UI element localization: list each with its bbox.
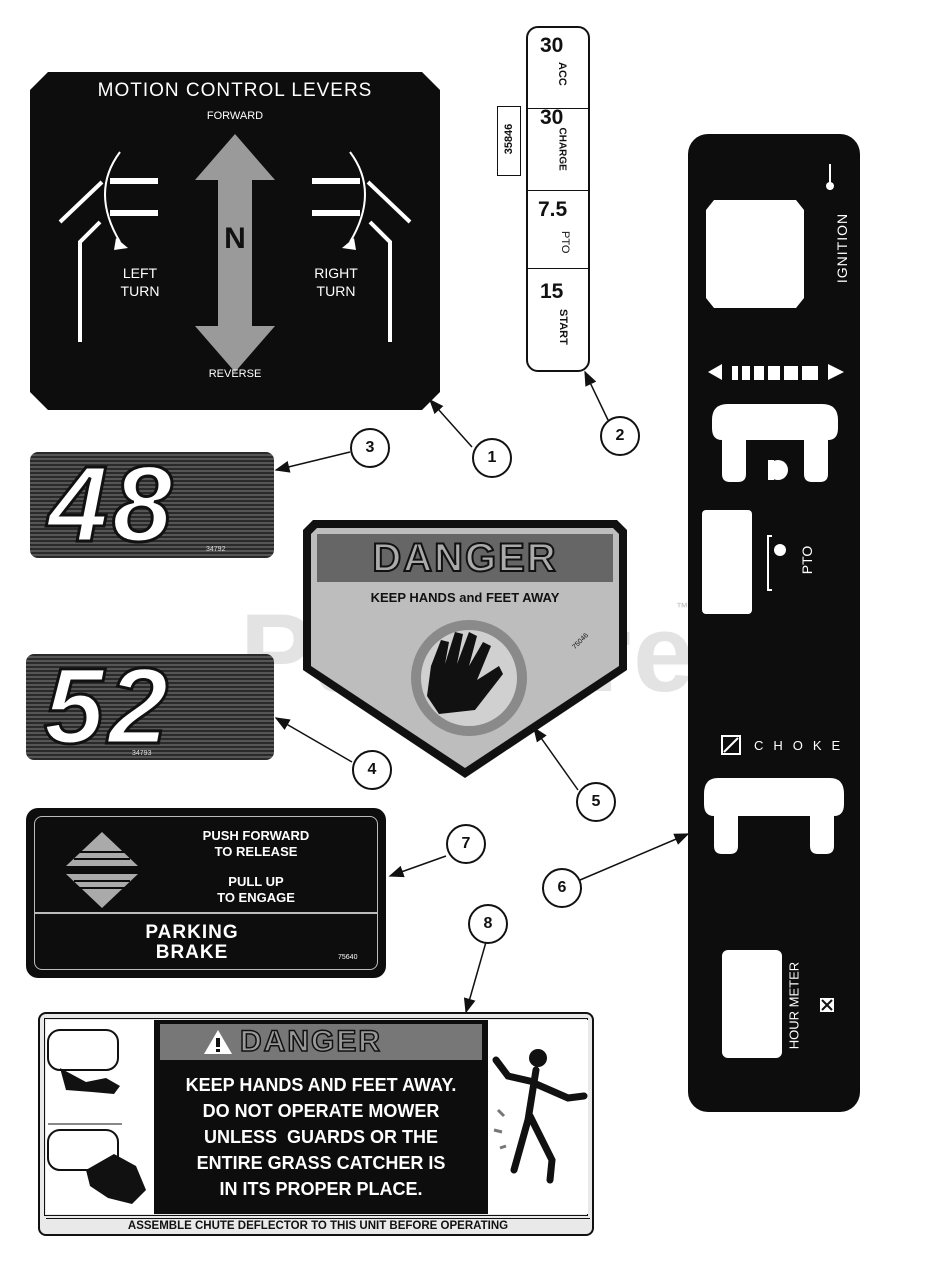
fuse-row-charge: 30 CHARGE bbox=[528, 106, 588, 191]
decal-1-reverse-label: REVERSE bbox=[208, 368, 262, 380]
decal-1-right-turn-label: TURN bbox=[316, 283, 356, 299]
fuse-amps: 30 bbox=[540, 106, 564, 129]
decal-8-warning-line-1: KEEP HANDS AND FEET AWAY. bbox=[185, 1075, 457, 1095]
parking-brake-title-1: PARKING bbox=[145, 922, 239, 943]
decal-8-warning-line-4: ENTIRE GRASS CATCHER IS bbox=[196, 1153, 446, 1173]
fuse-row-pto: 7.5 PTO bbox=[528, 190, 588, 269]
decal-8-title: DANGER bbox=[239, 1024, 383, 1059]
decal-4-part-number: 34793 bbox=[132, 750, 152, 757]
warning-triangle-icon bbox=[204, 1030, 232, 1054]
decal-7-part-number: 75640 bbox=[338, 954, 358, 961]
leader-line-3 bbox=[274, 451, 351, 473]
leader-line-8 bbox=[463, 941, 487, 1014]
fuse-label: START bbox=[557, 309, 569, 345]
decal-1-right-label: RIGHT bbox=[314, 265, 358, 281]
leader-line-6 bbox=[579, 833, 690, 881]
decal-motion-control-levers: MOTION CONTROL LEVERS FORWARD N LEFT TUR… bbox=[30, 72, 440, 410]
decal-danger-hands-feet: DANGER KEEP HANDS and FEET AWAY 75046 bbox=[303, 520, 627, 780]
hour-meter-label: HOUR METER bbox=[786, 961, 802, 1050]
decal-1-title: MOTION CONTROL LEVERS bbox=[97, 80, 373, 101]
release-instruction-1: PUSH FORWARD bbox=[202, 828, 310, 843]
fuse-amps: 30 bbox=[540, 34, 564, 57]
ignition-label: IGNITION bbox=[834, 212, 850, 284]
decal-1-forward-label: FORWARD bbox=[206, 110, 264, 122]
fuse-row-acc: 30 ACC bbox=[528, 28, 588, 109]
engage-instruction-2: TO ENGAGE bbox=[217, 890, 295, 905]
decal-1-left-label: LEFT bbox=[122, 265, 158, 281]
fuse-label: CHARGE bbox=[556, 127, 568, 171]
decal-fuse-strip: 30 ACC 30 CHARGE 7.5 PTO 15 START bbox=[526, 26, 590, 372]
decal-5-subtitle: KEEP HANDS and FEET AWAY bbox=[370, 590, 560, 605]
thrown-object-pictogram bbox=[488, 1020, 588, 1214]
decal-5-artwork bbox=[303, 520, 627, 778]
release-instruction-2: TO RELEASE bbox=[214, 844, 298, 859]
leader-line-1 bbox=[429, 398, 473, 448]
callout-5: 5 bbox=[576, 782, 616, 822]
hand-injury-pictogram bbox=[46, 1020, 154, 1214]
decal-8-warning-line-5: IN ITS PROPER PLACE. bbox=[219, 1179, 423, 1199]
decal-8-footer: ASSEMBLE CHUTE DEFLECTOR TO THIS UNIT BE… bbox=[46, 1218, 590, 1233]
decal-5-title: DANGER bbox=[371, 535, 558, 581]
decal-2-part-number: 35846 bbox=[503, 123, 515, 155]
leader-line-5 bbox=[533, 726, 579, 791]
callout-4: 4 bbox=[352, 750, 392, 790]
decal-dash-panel: IGNITION PTO CHOKE HOUR METER bbox=[688, 134, 860, 1112]
callout-8: 8 bbox=[468, 904, 508, 944]
decal-2-part-box: 35846 bbox=[497, 106, 521, 176]
fuse-amps: 7.5 bbox=[538, 198, 568, 221]
decal-1-neutral-label: N bbox=[224, 222, 246, 255]
callout-3: 3 bbox=[350, 428, 390, 468]
decal-parking-brake: PUSH FORWARD TO RELEASE PULL UP TO ENGAG… bbox=[26, 808, 386, 978]
decal-6-artwork bbox=[702, 164, 844, 1058]
decal-3-number: 48 bbox=[46, 452, 177, 558]
decal-52: 52 34793 bbox=[26, 654, 274, 760]
decal-8-warning-line-2: DO NOT OPERATE MOWER bbox=[202, 1101, 440, 1121]
decal-4-number: 52 bbox=[42, 654, 173, 760]
fuse-label: ACC bbox=[556, 62, 568, 86]
decal-chute-danger: DANGER KEEP HANDS AND FEET AWAY. DO NOT … bbox=[38, 1012, 594, 1236]
decal-3-part-number: 34792 bbox=[206, 546, 226, 553]
leader-line-2 bbox=[584, 370, 609, 421]
choke-label: CHOKE bbox=[754, 738, 851, 753]
leader-line-7 bbox=[388, 855, 447, 878]
pto-label: PTO bbox=[799, 545, 815, 575]
callout-7: 7 bbox=[446, 824, 486, 864]
trademark-symbol: ™ bbox=[676, 600, 688, 614]
decal-1-artwork bbox=[30, 72, 440, 410]
callout-1: 1 bbox=[472, 438, 512, 478]
callout-2: 2 bbox=[600, 416, 640, 456]
decal-8-warning-line-3: UNLESS GUARDS OR THE bbox=[203, 1127, 439, 1147]
leader-line-4 bbox=[274, 717, 353, 763]
fuse-label: PTO bbox=[559, 231, 571, 254]
fuse-amps: 15 bbox=[540, 280, 564, 303]
parking-brake-arrow-icon bbox=[66, 832, 138, 908]
fuse-row-start: 15 START bbox=[528, 268, 588, 368]
callout-6: 6 bbox=[542, 868, 582, 908]
parking-brake-title-2: BRAKE bbox=[155, 942, 229, 963]
engage-instruction-1: PULL UP bbox=[228, 874, 284, 889]
decal-1-left-turn-label: TURN bbox=[120, 283, 160, 299]
decal-48: 48 34792 bbox=[30, 452, 274, 558]
